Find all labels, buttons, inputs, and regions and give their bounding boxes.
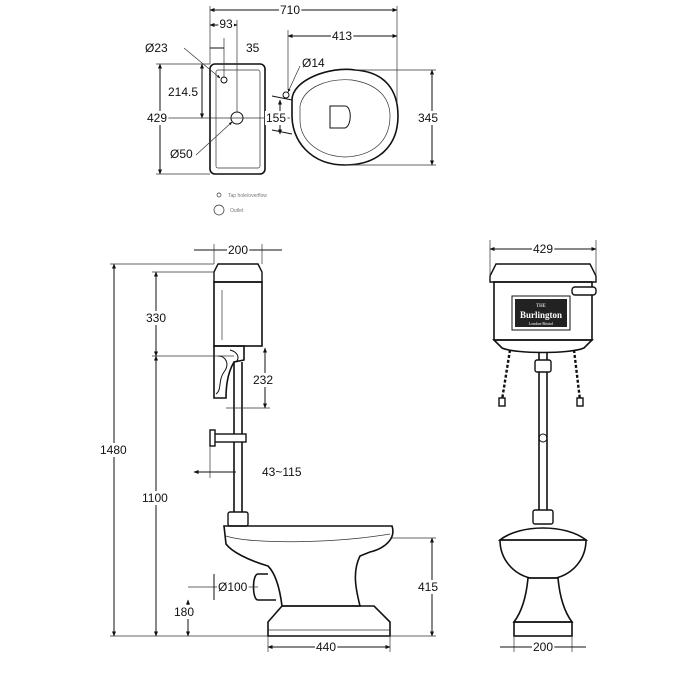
pan-neck-lower — [271, 129, 293, 135]
label-backing — [265, 111, 288, 125]
front-pipe-fitting-top — [534, 359, 552, 373]
legend-outlet-label: Outlet — [230, 208, 244, 214]
logo-brand: Burlington — [520, 310, 562, 320]
dim-1480-label: 1480 — [100, 443, 127, 457]
pipe-connector-side — [227, 511, 249, 527]
dim-d50-label: Ø50 — [170, 147, 193, 161]
pan-front-rim — [497, 527, 589, 541]
cistern-lid-side — [213, 263, 263, 283]
label-backing — [145, 311, 168, 325]
legend-outlet-symbol — [213, 204, 225, 216]
dim-side-200-label: 200 — [228, 243, 248, 257]
dim-180-label: 180 — [174, 605, 194, 619]
label-backing — [417, 580, 440, 594]
pipe-clip-plate — [209, 429, 216, 447]
label-backing — [252, 373, 275, 387]
label-backing — [531, 242, 555, 256]
cistern-body-side — [213, 281, 263, 347]
dim-d50-leader — [195, 121, 233, 156]
dim-330-label: 330 — [146, 311, 166, 325]
label-backing — [146, 111, 169, 125]
label-backing — [314, 640, 338, 654]
label-backing — [226, 243, 250, 257]
pan-side-outline — [223, 525, 394, 607]
right-chain — [572, 349, 582, 401]
label-backing — [141, 491, 170, 505]
front-pipe-connector — [532, 509, 554, 525]
pipe-hole-circle — [282, 91, 290, 99]
pan-front-pedestal — [512, 577, 574, 623]
logo-sub: London-Bristol — [529, 321, 555, 326]
label-backing — [301, 56, 327, 70]
dim-d100-label: Ø100 — [218, 580, 248, 594]
cistern-lid-front — [489, 263, 597, 283]
label-backing — [218, 17, 234, 31]
pan-neck — [271, 95, 293, 101]
label-backing — [330, 29, 354, 43]
dim-1100-label: 1100 — [142, 491, 168, 505]
pipe-wall-clip — [211, 433, 247, 443]
dim-d14-label: Ø14 — [302, 56, 325, 70]
dim-415-label: 415 — [418, 580, 438, 594]
label-backing — [167, 85, 200, 99]
dim-d23-leader — [183, 47, 221, 79]
pan-front-bowl — [499, 539, 587, 579]
label-backing — [217, 580, 249, 594]
cistern-base-front — [492, 339, 594, 354]
bracket-scroll — [215, 355, 228, 395]
dim-43115-label: 43~115 — [262, 465, 302, 479]
flush-lever — [571, 286, 597, 296]
logo-the: THE — [536, 304, 546, 309]
label-backing — [173, 605, 196, 619]
dim-345-label: 345 — [418, 111, 438, 125]
label-backing — [169, 147, 195, 161]
pan-plan-bowl — [299, 79, 391, 158]
bracket-scroll-2 — [229, 349, 239, 363]
label-backing — [144, 41, 170, 55]
dim-front-429-label: 429 — [533, 242, 553, 256]
right-chain-handle — [576, 397, 584, 407]
dim-232-label: 232 — [253, 373, 273, 387]
label-backing — [245, 41, 261, 55]
dim-2145-label: 214.5 — [168, 85, 198, 99]
label-backing — [417, 111, 440, 125]
dim-d23-label: Ø23 — [145, 41, 168, 55]
label-backing — [99, 443, 129, 457]
dim-35-label: 35 — [246, 41, 260, 55]
cistern-plan-inner — [215, 69, 261, 169]
dim-429-label: 429 — [147, 111, 167, 125]
dim-93-label: 93 — [219, 17, 233, 31]
dim-front-200-label: 200 — [533, 640, 553, 654]
front-pipe-clip — [538, 433, 548, 443]
cistern-plan-outline — [209, 63, 266, 175]
legend-tap-hole-symbol — [216, 192, 222, 198]
dim-710-label: 710 — [280, 3, 300, 17]
pan-plan-seat — [329, 105, 351, 129]
pan-plan-outline — [291, 68, 399, 166]
pan-front-plinth — [513, 621, 573, 637]
dim-440-label: 440 — [316, 640, 336, 654]
dim-155-label: 155 — [266, 111, 286, 125]
label-backing — [261, 465, 303, 479]
plan-view: 710 93 Ø23 35 413 Ø14 214.5 429 155 — [144, 3, 440, 216]
pan-side-rim — [225, 533, 391, 543]
cistern-bracket — [213, 345, 245, 399]
front-view: THE Burlington London-Bristol 429 200 — [489, 240, 597, 654]
pan-plinth-side — [267, 605, 391, 637]
left-chain-handle — [498, 397, 506, 407]
dim-413-label: 413 — [332, 29, 352, 43]
dim-d14-leader — [287, 65, 301, 93]
label-backing — [531, 640, 555, 654]
legend-tap-hole-label: Tap hole/overflow — [228, 193, 267, 199]
logo-plate-inner — [515, 299, 567, 327]
side-view: 200 330 232 43~115 1480 1100 Ø100 180 — [99, 243, 440, 654]
left-chain — [500, 349, 512, 401]
label-backing — [278, 3, 302, 17]
